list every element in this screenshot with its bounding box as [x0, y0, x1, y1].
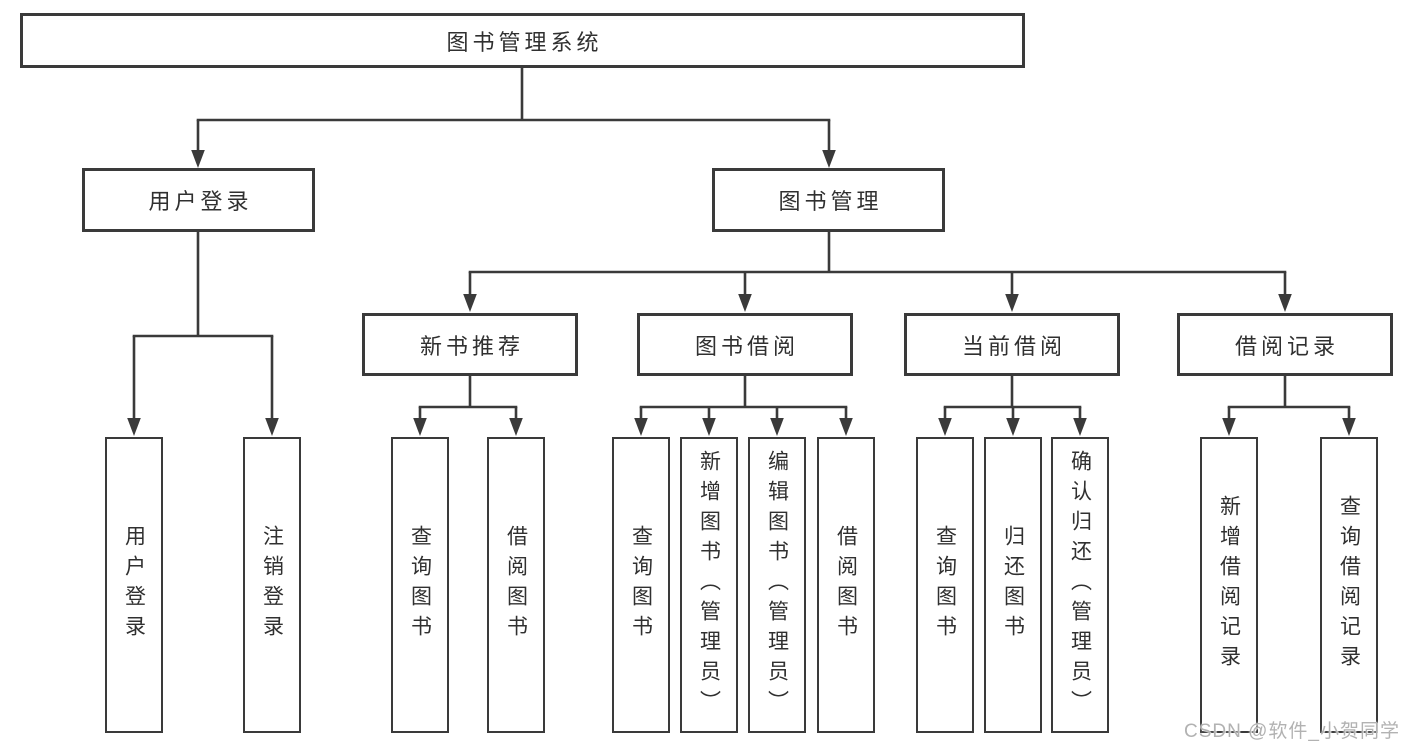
- leaf-add-borrow-record: 新增借阅记录: [1200, 437, 1258, 733]
- arrow-head: [1342, 418, 1356, 436]
- node-label: 图书管理: [778, 189, 883, 214]
- leaf-query-books-recommend: 查询图书: [391, 437, 449, 733]
- arrow-head: [127, 418, 141, 436]
- leaf-label: 查询图书: [408, 525, 432, 645]
- leaf-label: 查询借阅记录: [1337, 495, 1361, 675]
- watermark-text: CSDN @软件_小贺同学: [1184, 721, 1400, 742]
- arrow-head: [1006, 418, 1020, 436]
- leaf-label: 借阅图书: [504, 525, 528, 645]
- arrow-head: [822, 150, 836, 168]
- leaf-label: 查询图书: [629, 525, 653, 645]
- leaf-label: 新增图书（管理员）: [697, 450, 721, 720]
- leaf-query-borrow-record: 查询借阅记录: [1320, 437, 1378, 733]
- leaf-label: 注销登录: [260, 525, 284, 645]
- arrow-head: [738, 294, 752, 312]
- arrow-head: [191, 150, 205, 168]
- leaf-edit-books-admin: 编辑图书（管理员）: [748, 437, 806, 733]
- node-root: 图书管理系统: [20, 13, 1025, 68]
- node-label: 借阅记录: [1234, 333, 1339, 359]
- leaf-confirm-return-admin: 确认归还（管理员）: [1051, 437, 1109, 733]
- node-label: 新书推荐: [419, 333, 524, 359]
- leaf-user-login: 用户登录: [105, 437, 163, 733]
- node-book-management: 图书管理: [712, 168, 945, 232]
- leaf-return-books: 归还图书: [984, 437, 1042, 733]
- arrow-head: [413, 418, 427, 436]
- arrow-head: [702, 418, 716, 436]
- node-current-borrowing: 当前借阅: [904, 313, 1120, 376]
- leaf-label: 借阅图书: [834, 525, 858, 645]
- arrow-head: [1073, 418, 1087, 436]
- arrow-head: [1005, 294, 1019, 312]
- node-label: 当前借阅: [961, 333, 1066, 359]
- arrow-head: [509, 418, 523, 436]
- arrow-head: [839, 418, 853, 436]
- arrow-head: [938, 418, 952, 436]
- leaf-borrow-books-recommend: 借阅图书: [487, 437, 545, 733]
- node-book-borrowing: 图书借阅: [637, 313, 853, 376]
- node-label: 图书管理系统: [446, 29, 603, 55]
- leaf-label: 新增借阅记录: [1217, 495, 1241, 675]
- leaf-label: 归还图书: [1001, 525, 1025, 645]
- arrow-head: [770, 418, 784, 436]
- arrow-head: [634, 418, 648, 436]
- node-user-login: 用户登录: [82, 168, 315, 232]
- leaf-label: 查询图书: [933, 525, 957, 645]
- arrow-head: [1222, 418, 1236, 436]
- arrow-head: [1278, 294, 1292, 312]
- arrow-head: [265, 418, 279, 436]
- arrow-head: [463, 294, 477, 312]
- leaf-borrow-books-borrowing: 借阅图书: [817, 437, 875, 733]
- node-label: 图书借阅: [694, 333, 799, 359]
- leaf-query-books-current: 查询图书: [916, 437, 974, 733]
- leaf-label: 编辑图书（管理员）: [765, 450, 789, 720]
- leaf-label: 确认归还（管理员）: [1068, 450, 1092, 720]
- leaf-label: 用户登录: [122, 525, 146, 645]
- node-borrowing-records: 借阅记录: [1177, 313, 1393, 376]
- node-label: 用户登录: [148, 189, 253, 214]
- leaf-logout: 注销登录: [243, 437, 301, 733]
- node-new-book-recommendation: 新书推荐: [362, 313, 578, 376]
- leaf-query-books-borrowing: 查询图书: [612, 437, 670, 733]
- leaf-add-books-admin: 新增图书（管理员）: [680, 437, 738, 733]
